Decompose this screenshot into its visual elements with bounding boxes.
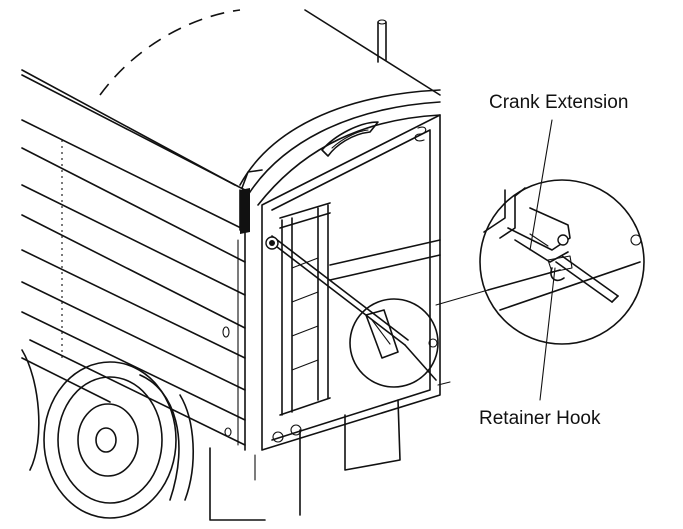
retainer-hook-label: Retainer Hook <box>479 408 601 429</box>
crank-rod <box>265 235 437 381</box>
crank-extension-label: Crank Extension <box>489 92 628 113</box>
arm-post <box>377 19 387 63</box>
crank-extension-leader <box>529 119 553 251</box>
retainer-hook-leader <box>539 267 556 401</box>
callout-leaders <box>529 119 556 401</box>
rear-ladder <box>279 202 331 416</box>
tarp-roof <box>21 9 441 206</box>
detail-circle-magnified <box>479 179 645 345</box>
tailgate <box>239 114 441 451</box>
rear-wheel <box>21 349 194 519</box>
mud-flaps <box>209 399 401 521</box>
truck-side-panels <box>21 74 246 451</box>
detail-circle-small <box>349 298 439 388</box>
magnifier-connectors <box>435 289 489 386</box>
